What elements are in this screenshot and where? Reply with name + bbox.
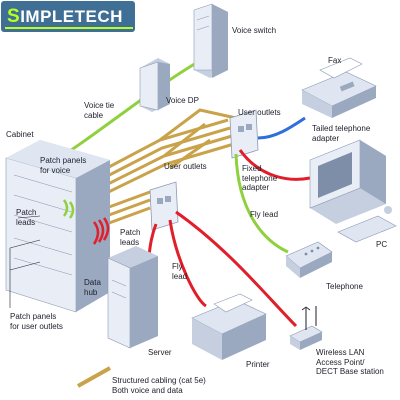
logo-underline [5,27,133,29]
label-wireless: Wireless LAN Access Point/ DECT Base sta… [316,348,384,376]
label-server: Server [148,348,172,357]
label-structured-cabling: Structured cabling (cat 5e) Both voice a… [112,376,206,395]
label-voice-tie-cable: Voice tie cable [84,101,115,120]
fly-lead-pc [238,149,311,181]
label-voice-switch: Voice switch [232,26,277,35]
logo-text: SIMPLETECH [7,6,123,27]
fly-lead-fax [257,116,306,140]
label-fly-lead-mid: Fly lead [172,262,188,281]
label-fixed-adapter: Fixed telephone adapter [242,164,278,192]
label-tailed-adapter: Tailed telephone adapter [312,124,371,143]
label-voice-dp: Voice DP [166,96,199,105]
fax-icon [301,57,377,118]
label-patch-panels-voice: Patch panels for voice [40,156,87,175]
server-icon [107,246,158,349]
wireless-ap-icon [289,306,323,350]
label-user-outlets-top: User outlets [238,108,281,117]
label-fly-lead-right: Fly lead [250,210,279,219]
label-patch-panels-users: Patch panels for user outlets [10,312,63,331]
telephone-icon [285,241,333,278]
label-fax: Fax [328,56,342,65]
simpletech-logo: SIMPLETECH [1,1,135,32]
printer-icon [191,293,267,360]
voice-switch-icon [193,3,228,78]
pc-icon [309,139,397,243]
fly-lead-wireless [175,210,298,328]
voice-dp-icon [139,58,170,112]
label-patch-leads-mid: Patch leads [120,228,141,247]
user-outlet-mid-icon [149,181,179,231]
label-printer: Printer [246,360,270,369]
fly-lead-printer [168,219,207,308]
label-patch-leads-left: Patch leads [16,208,37,227]
label-data-hub: Data hub [84,278,101,297]
fly-lead-telephone [234,153,289,254]
user-outlet-top-icon [229,109,259,159]
label-pc: PC [376,240,388,249]
legend-cable-swatch [77,366,111,388]
label-telephone: Telephone [326,282,363,291]
label-user-outlets-mid: User outlets [164,162,207,171]
label-cabinet: Cabinet [6,130,34,139]
